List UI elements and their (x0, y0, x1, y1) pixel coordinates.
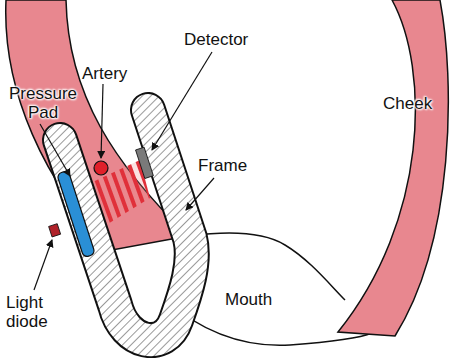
leader-line (101, 84, 103, 158)
label-frame: Frame (198, 156, 258, 175)
leader-line (152, 52, 212, 150)
label-mouth: Mouth (225, 290, 285, 309)
label-cheek: Cheek (383, 94, 443, 113)
pressure-pad (57, 170, 96, 257)
label-artery: Artery (82, 64, 142, 83)
light-diode (49, 224, 61, 237)
mouth-outline (190, 233, 345, 300)
detector (136, 147, 154, 178)
leader-line (186, 178, 214, 210)
leader-line (40, 124, 70, 176)
cheek-right (338, 0, 448, 336)
label-detector: Detector (184, 30, 264, 49)
label-pressure-pad: Pressure Pad (4, 84, 82, 122)
artery (94, 161, 108, 175)
leader-line (34, 240, 52, 290)
label-light-diode: Light diode (6, 293, 58, 331)
